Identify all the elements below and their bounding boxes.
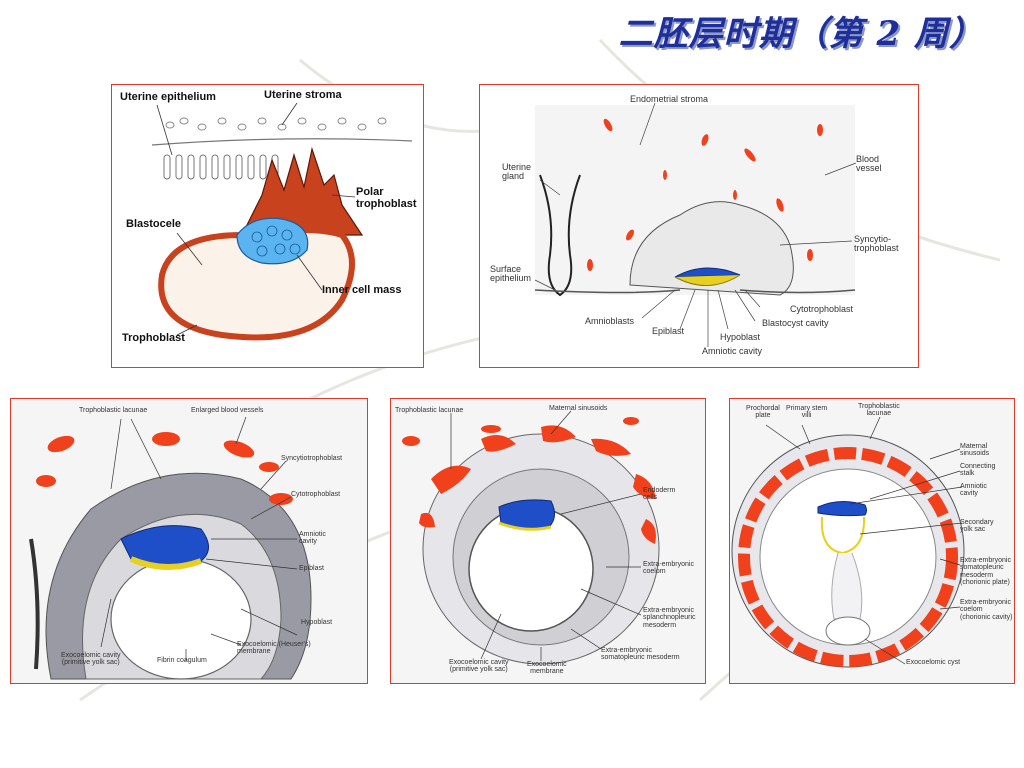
label-maternal-sinusoids: Maternal sinusoids — [549, 405, 608, 412]
panel-trophoblastic-lacunae: Trophoblastic lacunae Enlarged blood ves… — [10, 398, 368, 684]
label-primary-stem-villi: Primary stem villi — [786, 405, 828, 420]
label-trophoblastic-lacunae: Trophoblastic lacunae — [395, 407, 464, 414]
label-exocoelomic-cavity: Exocoelomic cavity (primitive yolk sac) — [449, 659, 509, 674]
panel-secondary-yolk-sac: Prochordal plate Primary stem villi Trop… — [729, 398, 1015, 684]
label-endoderm-cells: Endoderm cells — [643, 487, 676, 502]
label-cytotrophoblast: Cytotrophoblast — [291, 491, 341, 498]
label-somatopleuric-mesoderm: Extra-embryonic somatopleuric mesoderm — [601, 647, 680, 662]
label-extra-embryonic-coelom: Extra-embryonic coelom (chorionic cavity… — [960, 599, 1013, 621]
yolk-sac-illustration — [730, 399, 1014, 683]
label-epiblast: Epiblast — [299, 565, 324, 572]
lacunae-illustration — [11, 399, 367, 683]
label-syncytiotrophoblast: Syncytiotrophoblast — [281, 455, 343, 462]
blastocyst-illustration — [151, 102, 413, 341]
sinusoids-illustration — [391, 399, 705, 683]
label-amniotic-cavity: Amniotic cavity — [702, 346, 763, 356]
implantation-illustration — [534, 102, 857, 347]
label-amnioblasts: Amnioblasts — [585, 316, 635, 326]
label-surface-epithelium: Surface epithelium — [490, 264, 532, 284]
panel-blastocyst-attachment: Uterine epithelium Uterine stroma Polar … — [111, 84, 424, 368]
panel-implantation: Endometrial stroma Uterine gland Blood v… — [479, 84, 919, 368]
label-exocoelomic-membrane: Exocoelomic membrane — [527, 661, 567, 676]
label-syncytiotrophoblast: Syncytio- trophoblast — [854, 234, 899, 254]
label-blastocyst-cavity: Blastocyst cavity — [762, 318, 829, 328]
page-title: 二胚层时期（第 2 周） — [618, 14, 984, 54]
label-connecting-stalk: Connecting stalk — [960, 463, 996, 478]
label-exocoelomic-membrane: Exocoelomic (Heuser's) membrane — [237, 641, 311, 656]
label-uterine-stroma: Uterine stroma — [264, 89, 342, 101]
label-hypoblast: Hypoblast — [301, 619, 333, 626]
label-uterine-epithelium: Uterine epithelium — [120, 91, 216, 103]
label-amniotic-cavity: Amniotic cavity — [299, 531, 326, 546]
label-somatopleuric-mesoderm: Extra-embryonic somatopleuric mesoderm (… — [960, 557, 1011, 587]
label-endometrial-stroma: Endometrial stroma — [630, 94, 709, 104]
label-exocoelomic-cyst: Exocoelomic cyst — [906, 659, 961, 666]
label-hypoblast: Hypoblast — [720, 332, 761, 342]
label-splanchnopleuric-mesoderm: Extra-embryonic splanchnopleuric mesoder… — [643, 607, 696, 629]
label-fibrin-coagulum: Fibrin coagulum — [157, 657, 207, 664]
label-epiblast: Epiblast — [652, 326, 685, 336]
label-trophoblast: Trophoblast — [122, 332, 185, 344]
label-blood-vessel: Blood vessel — [856, 154, 882, 174]
label-cytotrophoblast: Cytotrophoblast — [790, 304, 854, 314]
label-trophoblastic-lacunae: Trophoblastic lacunae — [79, 407, 148, 414]
panel-maternal-sinusoids: Trophoblastic lacunae Maternal sinusoids… — [390, 398, 706, 684]
label-secondary-yolk-sac: Secondary yolk sac — [960, 519, 994, 534]
label-exocoelomic-cavity: Exocoelomic cavity (primitive yolk sac) — [61, 652, 121, 667]
label-amniotic-cavity: Amniotic cavity — [960, 483, 987, 498]
label-blastocele: Blastocele — [126, 218, 182, 230]
label-polar-trophoblast: Polar trophoblast — [356, 186, 417, 210]
label-extra-embryonic-coelom: Extra-embryonic coelom — [643, 561, 694, 576]
label-uterine-gland: Uterine gland — [502, 162, 532, 182]
label-trophoblastic-lacunae: Trophoblastic lacunae — [858, 403, 900, 418]
label-prochordal-plate: Prochordal plate — [746, 405, 780, 420]
label-enlarged-blood-vessels: Enlarged blood vessels — [191, 407, 264, 414]
label-inner-cell-mass: Inner cell mass — [322, 284, 402, 296]
label-maternal-sinusoids: Maternal sinusoids — [960, 443, 990, 458]
